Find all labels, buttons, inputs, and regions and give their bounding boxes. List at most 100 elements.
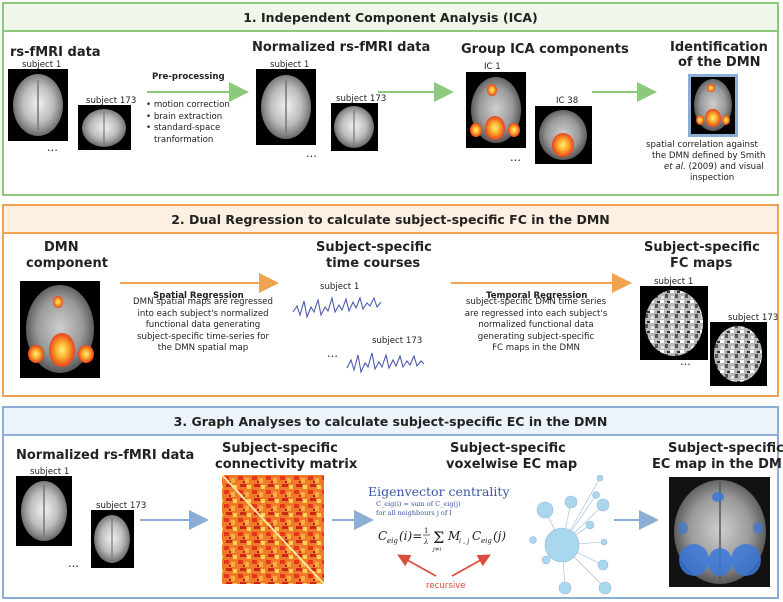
normalized-data-title: Normalized rs-fMRI data	[252, 40, 431, 55]
dmn-component-image	[20, 281, 100, 378]
ident-desc-2: the DMN defined by Smith	[652, 151, 766, 161]
temporal-desc-line: subject-specific DMN time series	[465, 297, 607, 307]
group-ica-title: Group ICA components	[461, 42, 629, 57]
svg-text:M: M	[447, 529, 461, 543]
s3-subject173-mri-image	[91, 510, 134, 568]
network-graph	[529, 474, 612, 595]
ellipsis: ...	[510, 150, 521, 164]
fc-subject173-label: subject 173	[728, 313, 779, 323]
recursive-arrow-right	[451, 554, 491, 577]
tc-title-2: time courses	[326, 256, 421, 271]
dmn-title-2: component	[26, 256, 108, 271]
dmn-identified-image	[688, 74, 738, 137]
fc-map-subject1-image	[640, 286, 708, 360]
ellipsis: ...	[47, 140, 58, 154]
s3-subject173-label: subject 173	[96, 501, 147, 511]
svg-text:Σ: Σ	[433, 528, 444, 547]
recursive-arrow-left	[397, 554, 437, 577]
fc-title-1: Subject-specific	[644, 240, 760, 255]
ellipsis: ...	[680, 354, 691, 368]
temporal-desc: subject-specific DMN time series are reg…	[451, 297, 621, 355]
preprocessing-title: Pre-processing	[152, 72, 225, 82]
section3-title: 3. Graph Analyses to calculate subject-s…	[2, 406, 779, 436]
ecdmn-title-1: Subject-specific	[668, 441, 783, 456]
spatial-desc-line: functional data generating	[145, 320, 261, 330]
tc-subject173-label: subject 173	[372, 336, 423, 346]
svg-text:i , j: i , j	[459, 537, 469, 545]
fc-title-2: FC maps	[670, 256, 733, 271]
svg-text:C: C	[472, 529, 481, 543]
norm-subject173-label: subject 173	[336, 94, 387, 104]
rs-data-title: rs-fMRI data	[10, 45, 101, 60]
vx-title-1: Subject-specific	[450, 441, 566, 456]
identification-title-2: of the DMN	[678, 55, 761, 70]
identification-title-1: Identification	[670, 40, 768, 55]
spatial-desc-line: subject-specific time-series for	[137, 331, 269, 342]
spatial-desc: DMN spatial maps are regressed into each…	[118, 297, 288, 355]
recursive-label: recursive	[426, 581, 466, 591]
ident-desc-3: et al. (2009) and visual	[664, 162, 764, 172]
rs-subject173-mri-image	[78, 105, 131, 150]
subject1-label: subject 1	[22, 60, 62, 70]
spatial-desc-line: the DMN spatial map	[157, 343, 249, 353]
svg-text:eig: eig	[481, 537, 492, 545]
fc-subject1-label: subject 1	[654, 277, 694, 287]
svg-text:1: 1	[424, 527, 428, 535]
connectivity-matrix-image	[221, 474, 325, 585]
ecdmn-title-2: EC map in the DMN	[652, 457, 783, 472]
vx-title-2: voxelwise EC map	[446, 457, 578, 472]
s3-subject1-label: subject 1	[30, 467, 70, 477]
temporal-desc-line: generating subject-specific	[477, 331, 595, 342]
temporal-desc-line: FC maps in the DMN	[492, 343, 580, 353]
dmn-title-1: DMN	[44, 240, 79, 255]
svg-text:j≠i: j≠i	[432, 547, 441, 553]
svg-text:(j): (j)	[493, 529, 506, 543]
timecourse-subject1	[292, 295, 382, 319]
temporal-desc-line: are regressed into each subject's	[464, 308, 608, 319]
ident-desc-1: spatial correlation against	[646, 140, 758, 150]
norm-subject1-mri-image	[256, 69, 316, 145]
preprocessing-list: • motion correction • brain extraction •…	[146, 100, 230, 146]
section1-title: 1. Independent Component Analysis (ICA)	[2, 2, 779, 32]
tc-subject1-label: subject 1	[320, 282, 360, 292]
norm-subject1-label: subject 1	[270, 60, 310, 70]
ic38-label: IC 38	[556, 96, 579, 106]
fc-map-subject173-image	[710, 322, 767, 386]
prep-item: • motion correction	[146, 100, 230, 110]
svg-text:(i)=: (i)=	[399, 529, 422, 543]
s3-subject1-mri-image	[16, 476, 72, 546]
spatial-regression-title: Spatial Regression	[153, 291, 244, 301]
ec-map-dmn-image	[669, 477, 770, 587]
ic38-component-image	[535, 106, 592, 164]
ev-title: Eigenvector centrality	[368, 484, 510, 499]
ellipsis: ...	[327, 346, 338, 360]
subject173-label: subject 173	[86, 96, 137, 106]
s3-normalized-title: Normalized rs-fMRI data	[16, 448, 195, 463]
prep-item: • standard-space	[146, 123, 221, 133]
spatial-desc-line: into each subject's normalized	[137, 308, 269, 319]
spatial-desc-line: DMN spatial maps are regressed	[133, 297, 273, 307]
svg-text:λ: λ	[423, 538, 428, 546]
ellipsis: ...	[306, 146, 317, 160]
ic1-label: IC 1	[484, 62, 501, 72]
section2-title: 2. Dual Regression to calculate subject-…	[2, 204, 779, 234]
rs-subject1-mri-image	[8, 69, 68, 141]
temporal-regression-title: Temporal Regression	[486, 291, 588, 301]
ev-line1: C_eig(i) = sum of C_eig(j)	[376, 500, 461, 508]
prep-item: • brain extraction	[146, 111, 223, 122]
eigenvector-formula: C eig (i)= 1 λ Σ j≠i M i , j C eig (j)	[378, 527, 506, 553]
ic1-component-image	[466, 72, 526, 148]
ident-desc-4: inspection	[690, 173, 735, 183]
norm-subject173-mri-image	[331, 103, 378, 151]
cm-title-2: connectivity matrix	[215, 457, 358, 472]
svg-text:eig: eig	[387, 537, 398, 545]
cm-title-1: Subject-specific	[222, 441, 338, 456]
ev-line2: for all neighbours j of I	[376, 509, 452, 517]
ellipsis: ...	[68, 556, 79, 570]
temporal-desc-line: normalized functional data	[478, 320, 594, 330]
timecourse-subject173	[346, 352, 425, 374]
prep-item: tranformation	[154, 134, 214, 145]
tc-title-1: Subject-specific	[316, 240, 432, 255]
svg-text:C: C	[378, 529, 387, 543]
